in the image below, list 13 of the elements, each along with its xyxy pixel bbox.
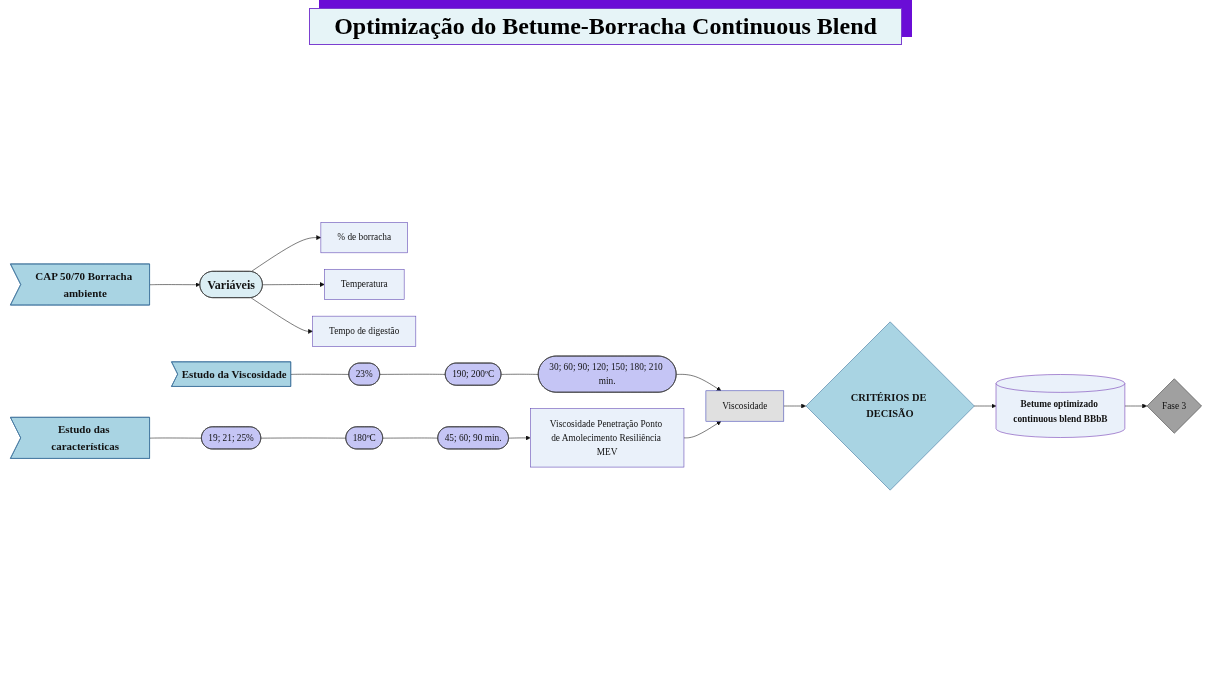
connector bbox=[379, 374, 446, 375]
node-box bbox=[705, 390, 784, 422]
connector bbox=[290, 374, 349, 375]
node-box bbox=[320, 222, 408, 254]
connector bbox=[382, 437, 438, 439]
node-box bbox=[529, 408, 684, 468]
flowchart: CAP 50/70 Borracha ambiente Variáveis % de borracha Temperatura Tempo de digestão Estudo das características 19; 21; 25% 180ºC 45; 60; 90 min. Viscosidade Penetração Ponto de Amolecimento Resiliência MEV Estudo da Viscosidade 23% 190; 200ºC 30; 60; 90; 120; 150; 180; 210 min. Viscosidade CRITÉRIOS DE DECISÃO Betume optimizado continuous blend BBbB Fase 3 bbox=[5, 218, 1206, 495]
connector bbox=[260, 437, 346, 439]
node-diamond bbox=[1146, 378, 1202, 434]
node-box bbox=[323, 269, 404, 301]
node-box bbox=[311, 316, 416, 348]
node-diamond bbox=[805, 321, 975, 491]
connector bbox=[500, 374, 539, 375]
